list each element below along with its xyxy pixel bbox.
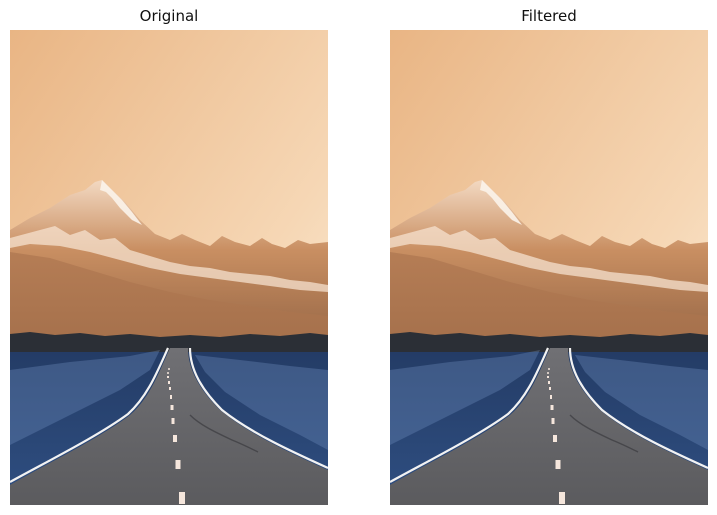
lane-mark: [168, 368, 170, 370]
snow-cap: [480, 180, 522, 225]
lane-mark: [559, 492, 565, 504]
road-edge-right: [188, 347, 328, 470]
lane-mark: [175, 460, 181, 469]
foothills: [10, 252, 328, 338]
field-texture-right: [575, 355, 708, 450]
lane-mark: [179, 492, 185, 504]
lane-mark: [167, 376, 169, 378]
lane-mark: [169, 387, 171, 390]
panel-title-original: Original: [139, 7, 199, 25]
field-texture-left: [10, 350, 160, 445]
lane-mark: [555, 460, 561, 469]
road: [10, 348, 328, 505]
lane-mark: [168, 381, 170, 384]
lane-mark: [549, 387, 551, 390]
road-edge-left: [10, 347, 170, 483]
snow-cap: [100, 180, 142, 225]
panel-title-filtered: Filtered: [521, 7, 577, 25]
road-crack: [189, 414, 259, 453]
road-edge-right: [568, 347, 708, 470]
snow-ridge: [390, 226, 708, 292]
original-image: [10, 30, 328, 505]
lane-mark: [548, 381, 550, 384]
lane-mark: [550, 395, 552, 399]
lane-mark: [170, 405, 174, 410]
snow-ridge: [10, 226, 328, 292]
lane-mark: [551, 418, 555, 424]
road-crack: [569, 414, 639, 453]
lane-mark: [167, 372, 169, 374]
field-texture-left: [390, 350, 540, 445]
lane-mark: [547, 372, 549, 374]
lane-mark: [553, 435, 557, 442]
lane-mark: [548, 368, 550, 370]
filtered-image: [390, 30, 708, 505]
road: [390, 348, 708, 505]
road-edge-left: [390, 347, 550, 483]
lane-mark: [173, 435, 177, 442]
lane-mark: [547, 376, 549, 378]
field-texture-right: [195, 355, 328, 450]
foothills: [390, 252, 708, 338]
lane-mark: [550, 405, 554, 410]
lane-mark: [170, 395, 172, 399]
lane-mark: [171, 418, 175, 424]
